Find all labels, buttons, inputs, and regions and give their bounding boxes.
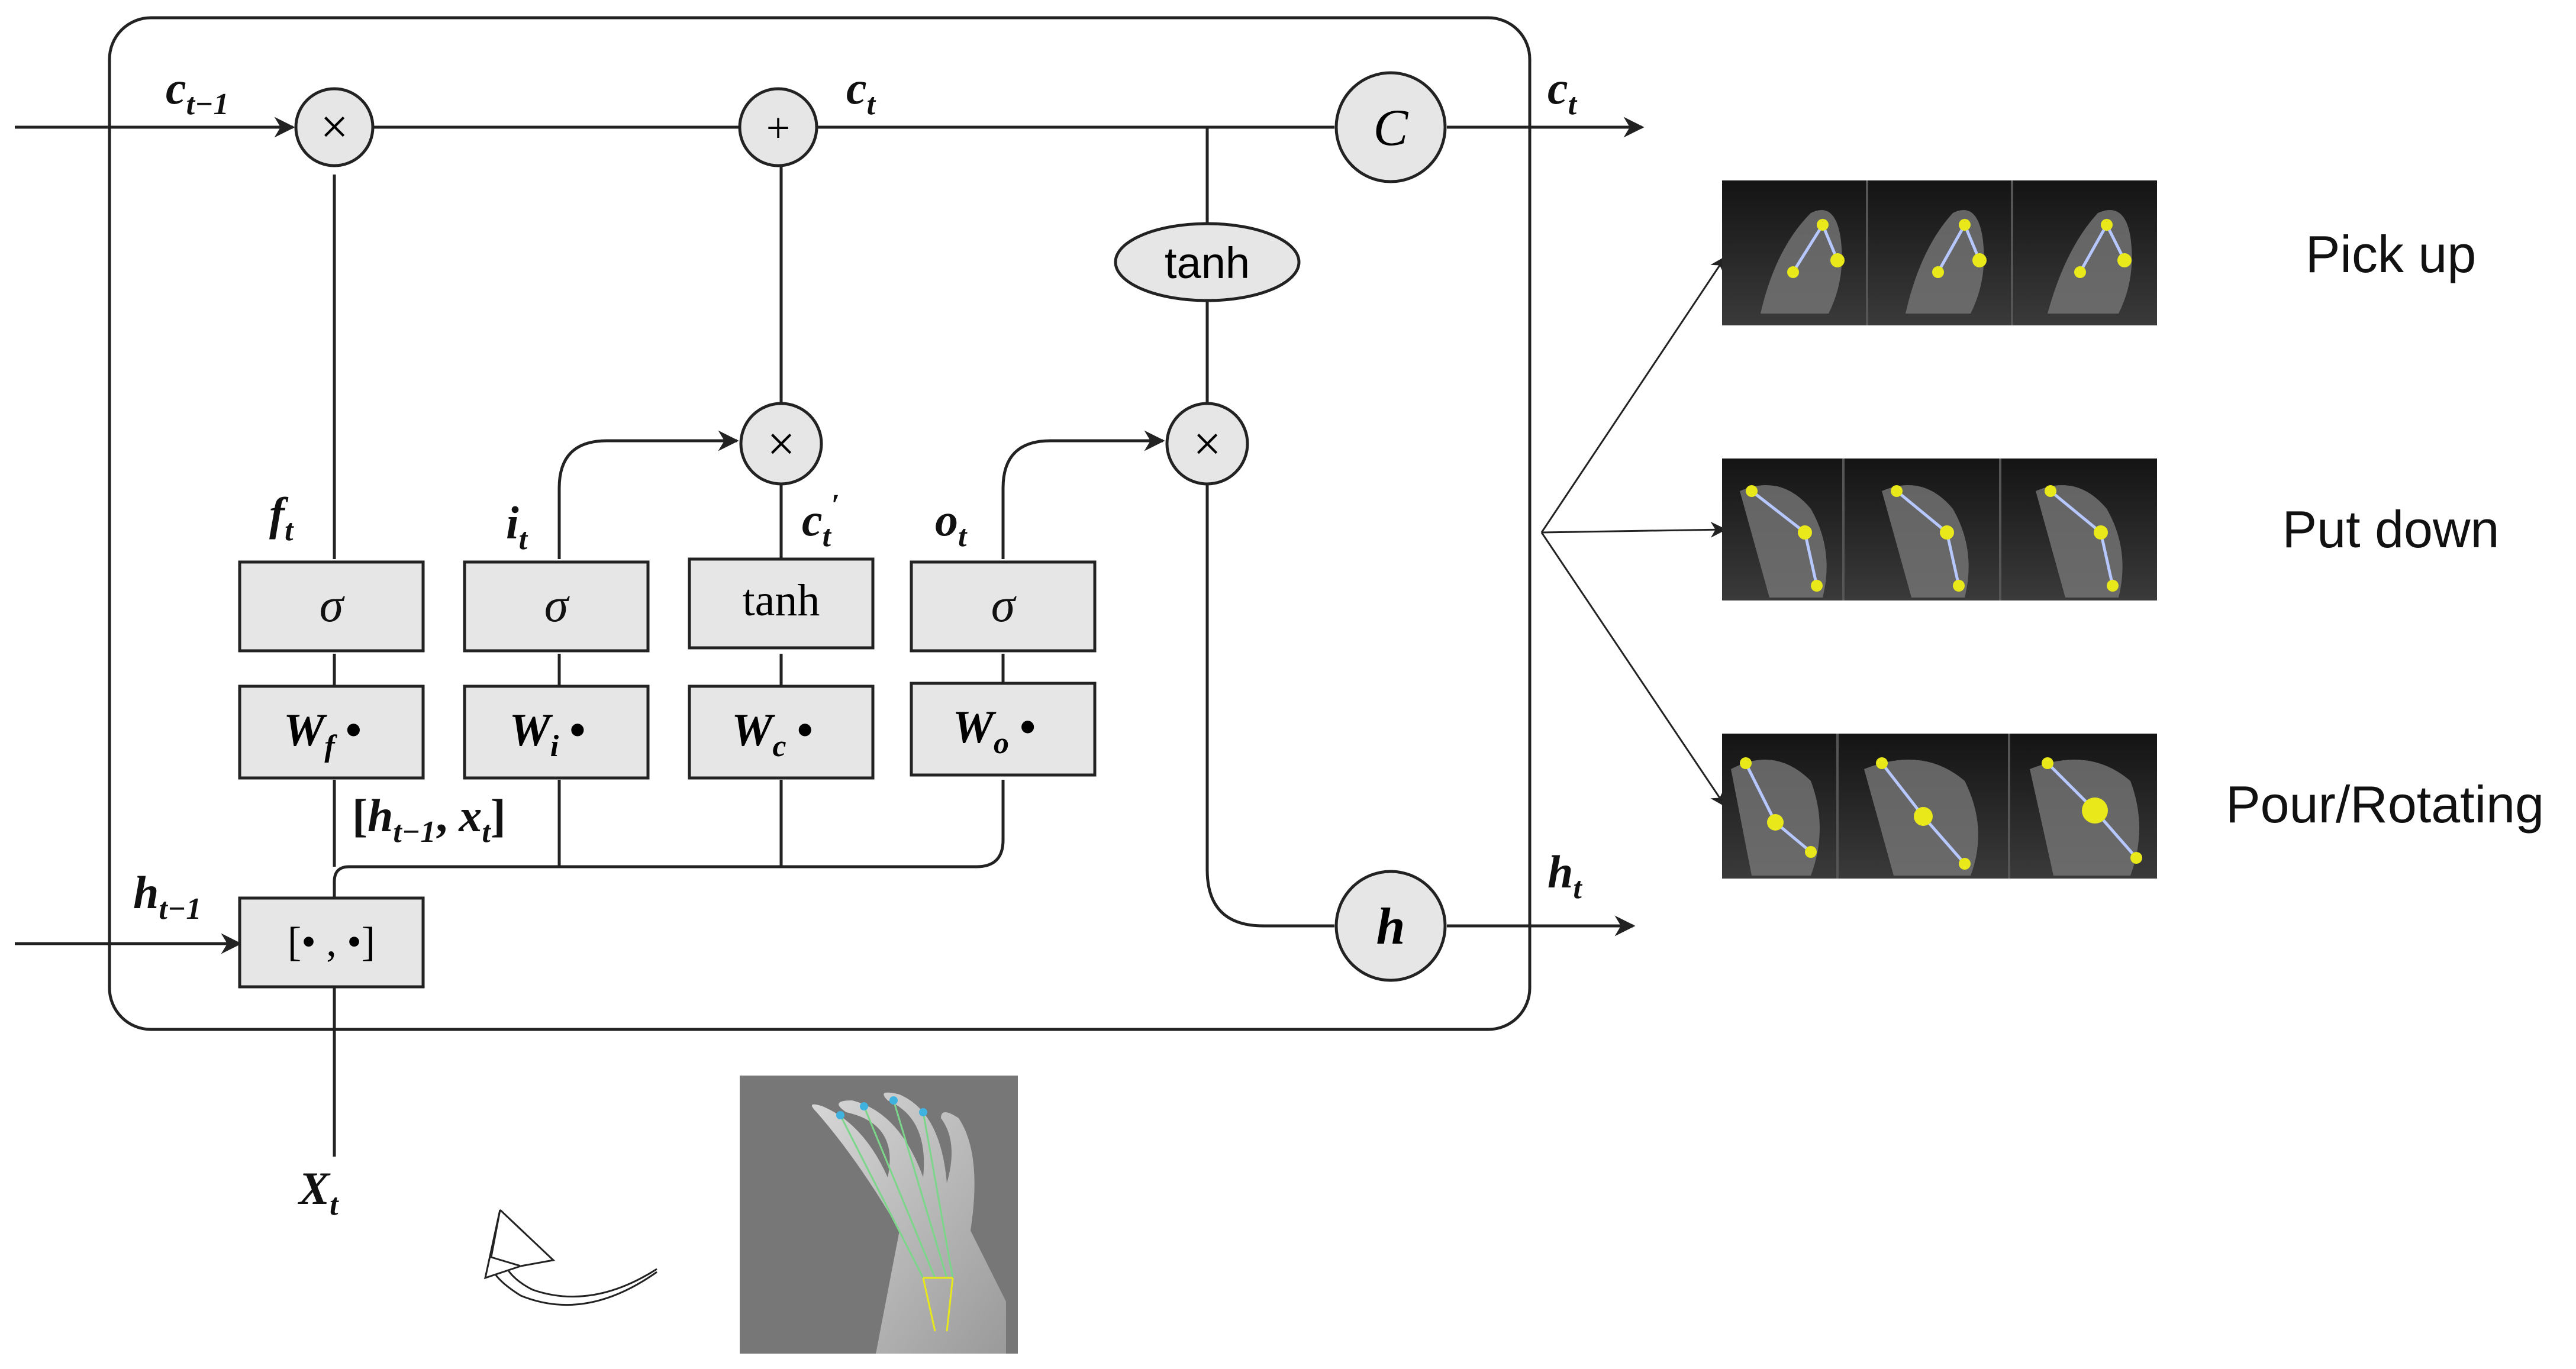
svg-text:σ: σ	[991, 578, 1017, 632]
forget-gate-sigma: σ	[238, 560, 425, 653]
svg-text:×: ×	[767, 416, 795, 472]
label-c-t-prime: ct′	[802, 489, 840, 553]
svg-text:Wf•: Wf•	[283, 704, 362, 763]
output-gate-sigma: σ	[910, 560, 1097, 653]
hidden-node: h	[1334, 870, 1447, 982]
hand-model-image	[740, 1076, 1018, 1354]
svg-text:Wi•: Wi•	[509, 704, 585, 763]
svg-text:σ: σ	[320, 578, 346, 632]
svg-text:×: ×	[320, 99, 348, 154]
svg-text:C: C	[1374, 99, 1409, 157]
class-label-pick-up: Pick up	[2306, 225, 2477, 283]
weight-candidate: Wc•	[688, 684, 875, 780]
label-o-t: ot	[935, 494, 968, 553]
input-gate-sigma: σ	[463, 560, 650, 653]
candidate-tanh: tanh	[688, 557, 875, 650]
class-label-pour-rotating: Pour/Rotating	[2226, 775, 2544, 834]
label-x-t: Xt	[298, 1163, 339, 1222]
class-label-put-down: Put down	[2282, 500, 2500, 558]
tanh-node: tanh	[1114, 222, 1301, 302]
svg-text:h: h	[1376, 898, 1405, 955]
label-c-t-mid: ct	[846, 62, 876, 121]
svg-text:σ: σ	[544, 578, 570, 632]
svg-text:Wo•: Wo•	[953, 701, 1036, 760]
label-concat-input: [ht−1, xt]	[352, 790, 506, 849]
weight-output: Wo•	[910, 682, 1097, 777]
gesture-strip-pickup	[1722, 180, 2157, 325]
svg-text:×: ×	[1193, 416, 1221, 472]
cell-node: C	[1334, 71, 1447, 183]
label-i-t: it	[506, 497, 528, 556]
weight-input: Wi•	[463, 684, 650, 780]
concat-op: [• , •]	[238, 896, 425, 989]
label-h-t: ht	[1547, 846, 1582, 905]
curved-arrow-icon	[483, 1209, 657, 1306]
lstm-cell-frame	[108, 16, 1532, 1031]
svg-text:[• , •]: [• , •]	[288, 919, 375, 965]
output-multiply-op: ×	[1165, 402, 1249, 486]
label-c-t-out: ct	[1547, 62, 1578, 121]
cell-add-op: +	[738, 87, 818, 167]
svg-text:+: +	[766, 104, 791, 151]
label-c-prev: ct−1	[166, 62, 229, 121]
svg-text:tanh: tanh	[743, 576, 820, 625]
label-f-t: ft	[269, 488, 294, 547]
svg-text:Wc•: Wc•	[731, 704, 813, 763]
forget-multiply-op: ×	[294, 87, 375, 167]
svg-text:tanh: tanh	[1165, 238, 1250, 288]
weight-forget: Wf•	[238, 684, 425, 780]
gesture-strip-putdown	[1722, 459, 2157, 600]
gesture-strip-pour	[1722, 734, 2157, 879]
label-h-prev: ht−1	[133, 867, 201, 926]
input-multiply-op: ×	[739, 402, 823, 486]
